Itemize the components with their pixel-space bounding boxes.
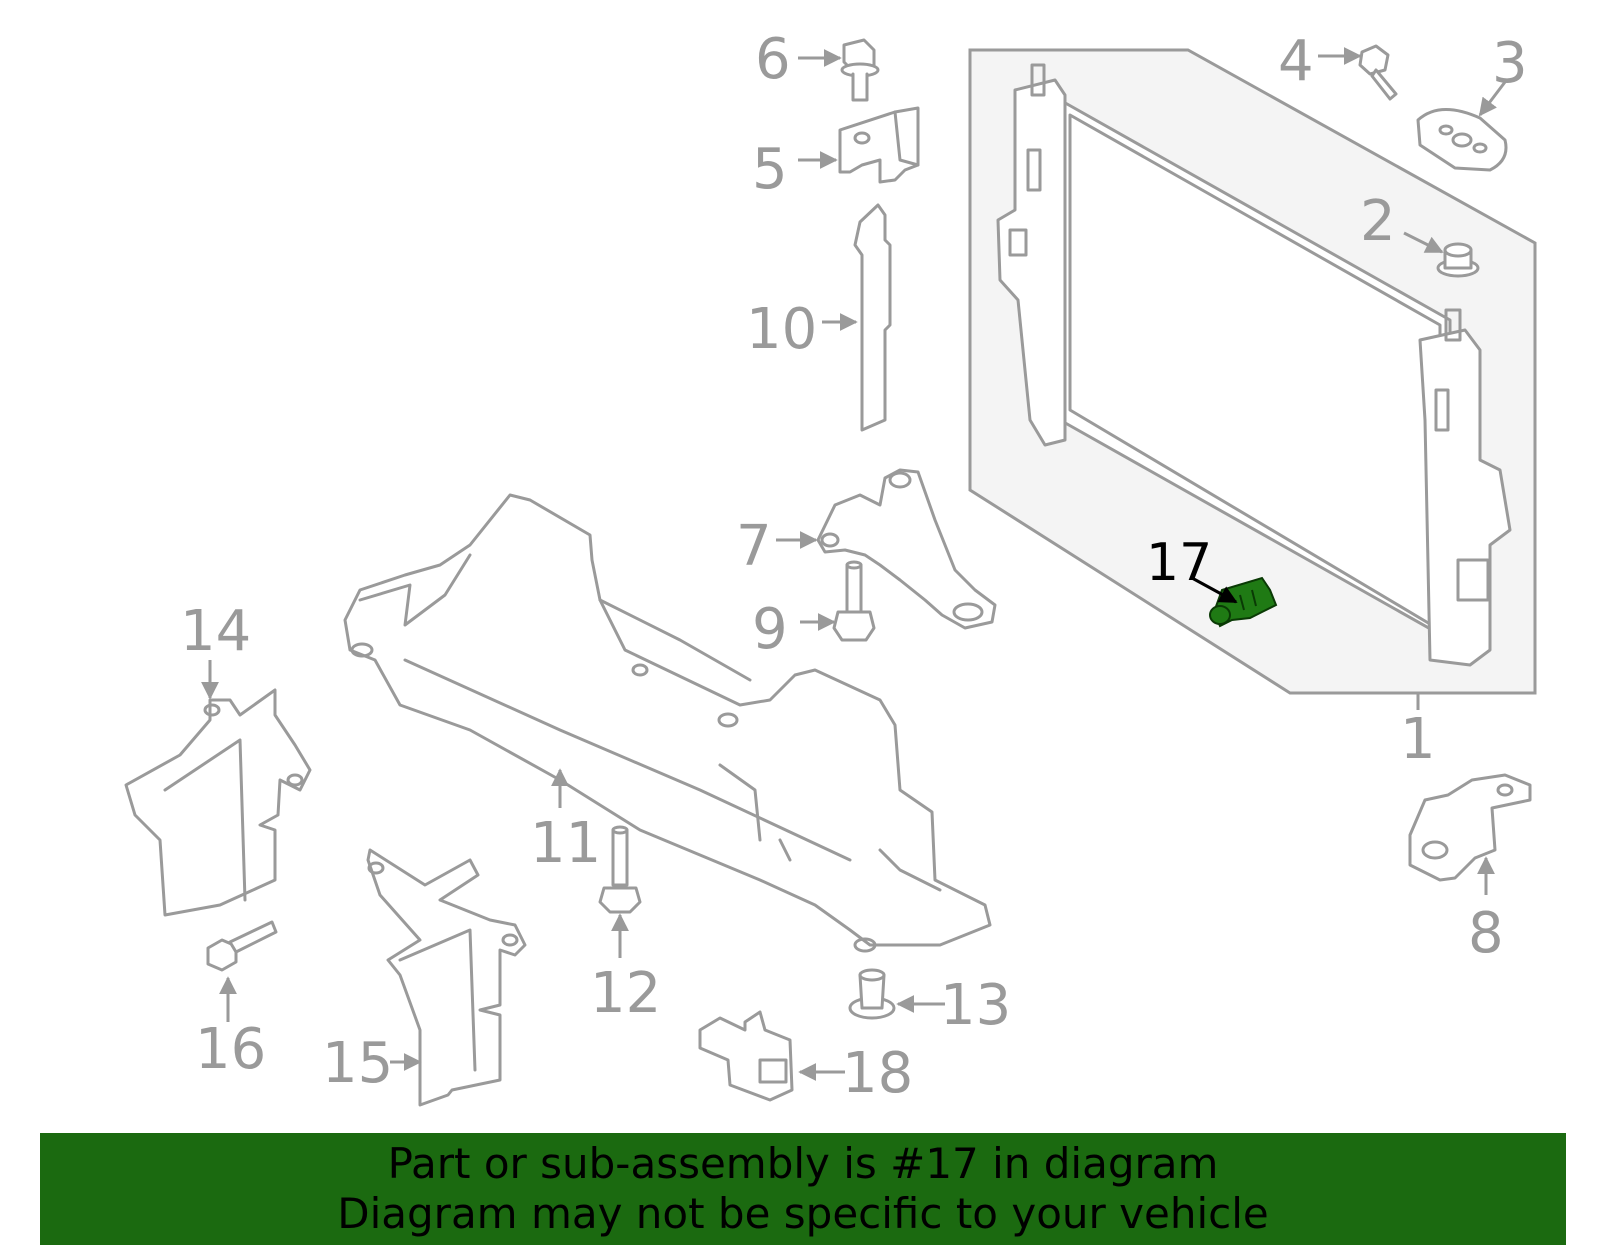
callout-7: 7 [736,514,772,579]
callout-8: 8 [1468,901,1504,966]
callout-10: 10 [746,297,817,362]
callout-6: 6 [755,27,791,92]
part-11-air-guide[interactable] [343,493,992,953]
part-14-deflector[interactable] [124,688,312,917]
part-18-sensor[interactable] [698,1010,794,1102]
banner-line-1: Part or sub-assembly is #17 in diagram [387,1139,1219,1188]
part-5-bracket[interactable] [838,106,920,184]
part-16-bolt[interactable] [206,920,278,972]
part-8-bracket[interactable] [1408,773,1532,882]
banner-line-2: Diagram may not be specific to your vehi… [337,1189,1269,1238]
callout-2: 2 [1360,189,1396,254]
part-10-seal[interactable] [853,203,892,432]
callout-3: 3 [1492,31,1528,96]
leader-lines [201,47,1507,1081]
notice-banner: Part or sub-assembly is #17 in diagram D… [40,1133,1566,1245]
part-9-bolt[interactable] [832,560,876,642]
radiator-assembly[interactable] [968,48,1537,695]
callout-14: 14 [180,599,251,664]
radiator-left-tank [996,78,1067,447]
callout-4: 4 [1278,29,1314,94]
part-3-bracket[interactable] [1416,108,1508,172]
part-2-cap[interactable] [1436,242,1480,278]
callout-5: 5 [752,137,788,202]
callout-1: 1 [1400,707,1436,772]
callout-9: 9 [752,597,788,662]
callout-17: 17 [1146,533,1212,593]
callout-labels: 1 2 3 4 5 6 7 8 9 10 11 12 13 14 15 16 1… [180,27,1528,1106]
callout-12: 12 [590,961,661,1026]
part-12-bolt[interactable] [598,825,642,914]
callout-11: 11 [530,811,601,876]
callout-18: 18 [842,1041,913,1106]
part-7-bracket[interactable] [816,468,997,630]
part-4-bolt[interactable] [1358,44,1398,101]
callout-16: 16 [195,1017,266,1082]
part-13-clip[interactable] [848,968,896,1020]
part-6-bolt[interactable] [840,38,880,102]
callout-13: 13 [940,973,1011,1038]
part-15-deflector[interactable] [366,848,527,1107]
callout-15: 15 [322,1031,393,1096]
